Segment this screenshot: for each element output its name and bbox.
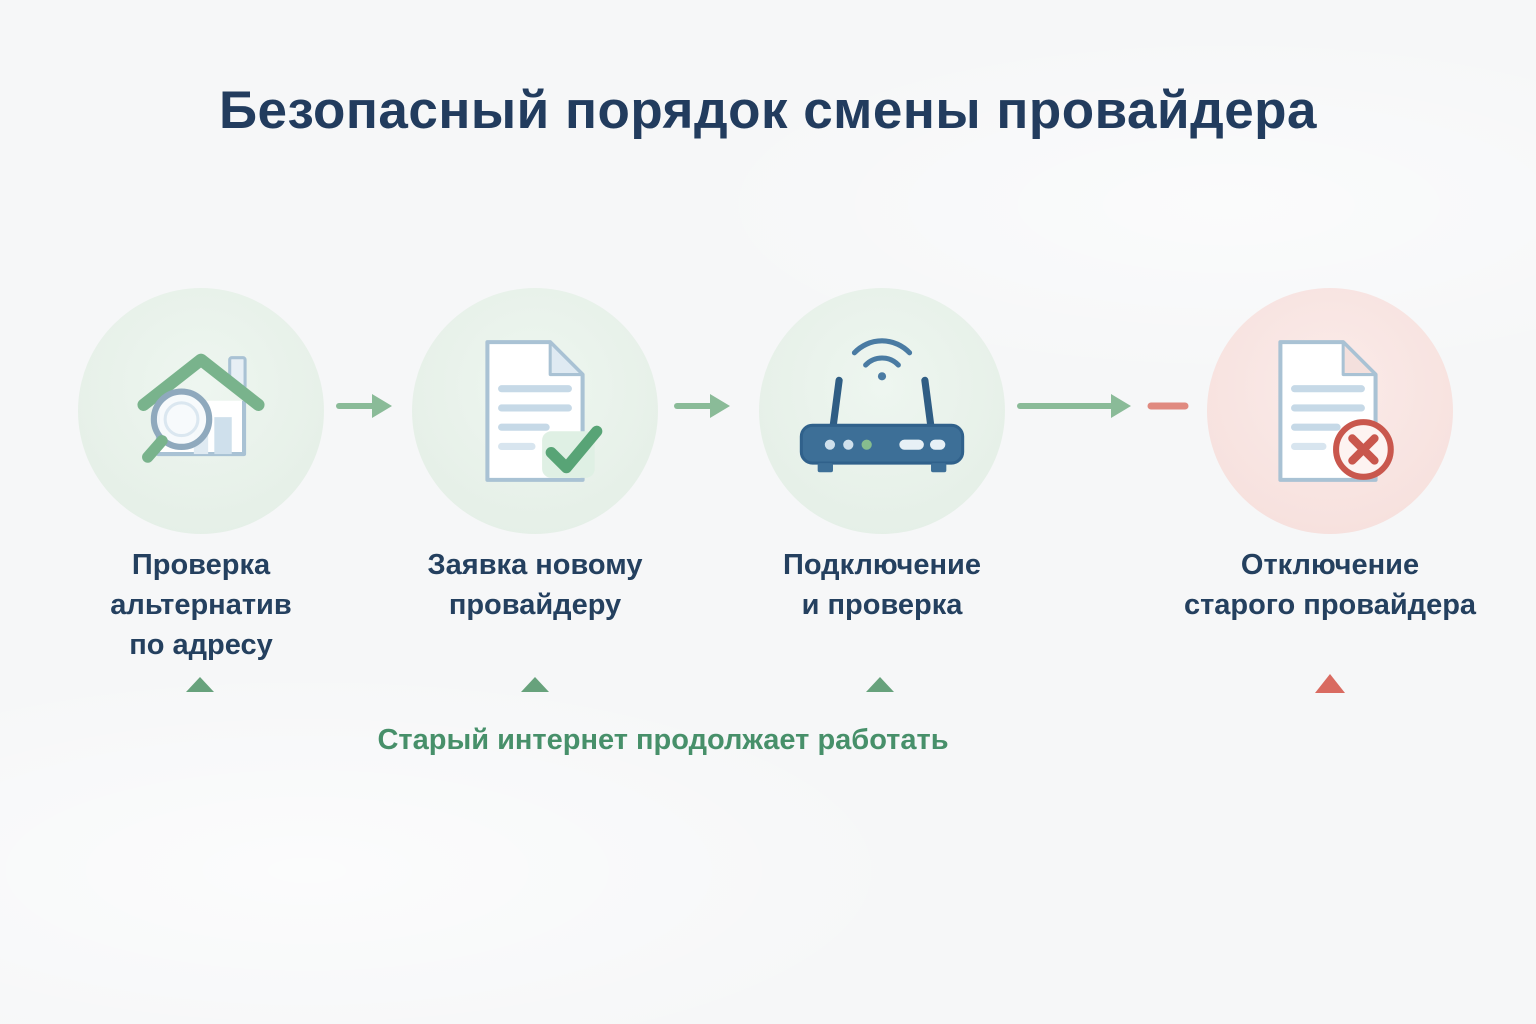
step-3-label: Подключение и проверка <box>783 549 981 622</box>
router-wifi-icon <box>799 338 965 473</box>
page-title: Безопасный порядок смены провайдера <box>218 81 1318 140</box>
timeline-marker-4 <box>1315 674 1345 693</box>
document-cancel-icon <box>1278 340 1394 482</box>
arrow-icon <box>336 394 392 418</box>
red-dash-icon <box>1147 402 1189 410</box>
step-2-label: Заявка новому провайдеру <box>427 549 643 622</box>
step-3-circle <box>759 288 1005 534</box>
step-4-circle <box>1207 288 1453 534</box>
timeline-graphic <box>72 674 1348 694</box>
step-2-circle <box>412 288 658 534</box>
step-1-circle <box>78 288 324 534</box>
document-check-icon <box>485 340 603 482</box>
step-1-label: Проверка альтернатив по адресу <box>110 549 292 662</box>
timeline-caption: Старый интернет продолжает работать <box>377 724 949 756</box>
timeline-marker-1 <box>186 677 214 692</box>
timeline-marker-2 <box>521 677 549 692</box>
arrow-long-icon <box>1017 394 1131 418</box>
house-search-icon <box>137 353 265 463</box>
arrow-icon <box>674 394 730 418</box>
timeline-marker-3 <box>866 677 894 692</box>
step-4-label: Отключение старого провайдера <box>1183 549 1477 622</box>
